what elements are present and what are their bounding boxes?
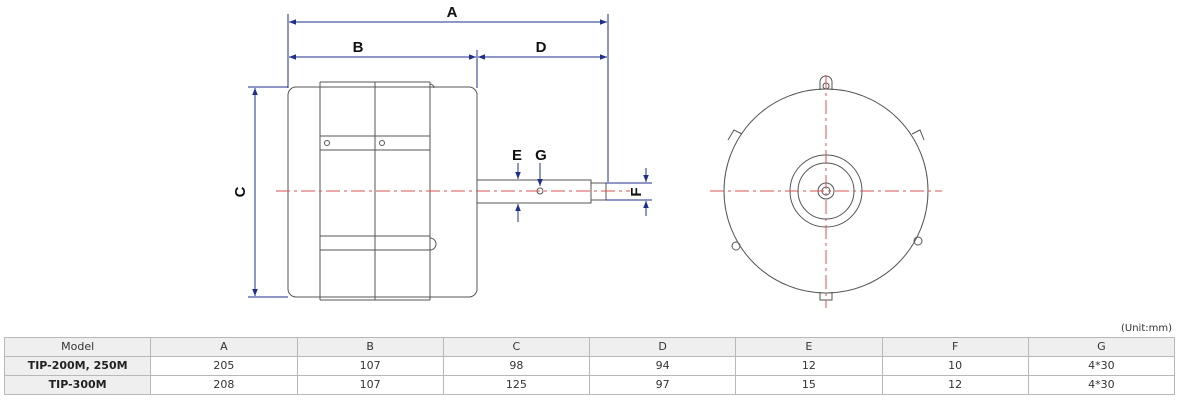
dimension-label-g: G: [535, 147, 547, 164]
header-c: C: [442, 337, 591, 357]
dimension-table: Model A B C D E F G TIP-200M, 250M 205 1…: [3, 337, 1176, 395]
header-e: E: [735, 337, 883, 357]
cell-d: 97: [588, 375, 737, 395]
cell-c: 98: [442, 356, 591, 376]
dimension-label-f: F: [628, 187, 645, 196]
cell-model: TIP-200M, 250M: [3, 356, 152, 376]
header-d: D: [588, 337, 737, 357]
front-center-lines: [710, 75, 942, 308]
motor-body: [287, 86, 478, 298]
table-row: TIP-300M 208 107 125 97 15 12 4*30: [3, 375, 1176, 395]
dimension-label-c: C: [232, 186, 249, 197]
cell-e: 12: [735, 356, 883, 376]
motor-dimension-drawing: A B C D E F G: [232, 4, 942, 308]
dimension-label-e: E: [512, 147, 522, 164]
unit-note: (Unit:mm): [1120, 323, 1172, 334]
header-b: B: [296, 337, 444, 357]
cell-e: 15: [735, 375, 883, 395]
cell-model: TIP-300M: [3, 375, 152, 395]
cell-c: 125: [442, 375, 591, 395]
cell-d: 94: [588, 356, 737, 376]
header-g: G: [1027, 337, 1176, 357]
dimension-label-a: A: [447, 4, 458, 21]
cell-f: 10: [881, 356, 1029, 376]
cell-g: 4*30: [1027, 375, 1176, 395]
cell-b: 107: [296, 375, 444, 395]
dimension-label-b: B: [353, 39, 364, 56]
table-row: TIP-200M, 250M 205 107 98 94 12 10 4*30: [3, 356, 1176, 376]
dimension-label-d: D: [536, 39, 547, 56]
cell-b: 107: [296, 356, 444, 376]
header-f: F: [881, 337, 1029, 357]
dimension-lines: [248, 14, 652, 298]
table-header-row: Model A B C D E F G: [3, 337, 1176, 357]
cell-f: 12: [881, 375, 1029, 395]
header-model: Model: [3, 337, 152, 357]
cell-a: 205: [150, 356, 298, 376]
cell-g: 4*30: [1027, 356, 1176, 376]
header-a: A: [150, 337, 298, 357]
cell-a: 208: [150, 375, 298, 395]
